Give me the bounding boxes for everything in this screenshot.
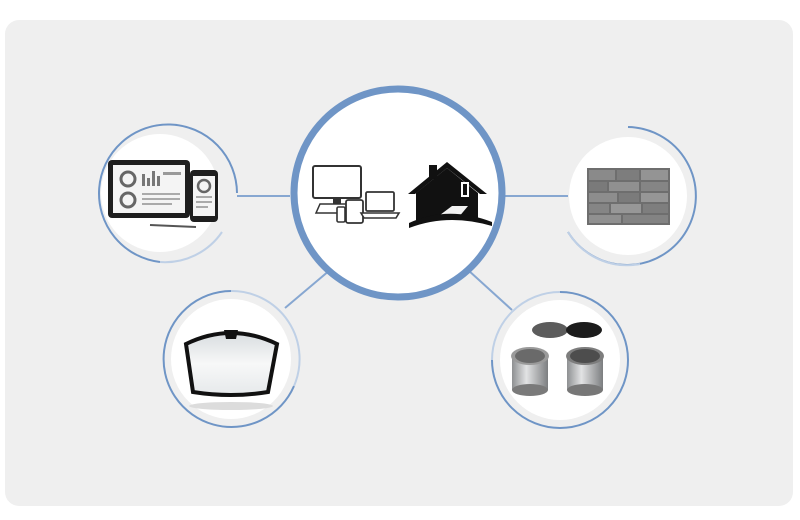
- tablet-and-phone-dashboard-icon: [108, 160, 218, 228]
- paint-cans-icon: [511, 322, 604, 396]
- satellite-paint: [491, 291, 629, 429]
- phone-icon: [336, 206, 346, 223]
- connector-paint: [467, 269, 513, 311]
- house-icon: [408, 162, 492, 228]
- connectors: [237, 195, 568, 311]
- tablet-icon: [345, 199, 364, 224]
- satellite-windshield: [162, 289, 301, 428]
- car-windshield-icon: [183, 330, 280, 410]
- satellite-stone: [567, 126, 697, 267]
- satellite-displays: [98, 123, 238, 264]
- laptop-icon: [359, 191, 401, 219]
- stone-wall-texture-icon: [587, 168, 670, 225]
- connector-windshield: [284, 269, 331, 309]
- hub-node: [290, 85, 506, 301]
